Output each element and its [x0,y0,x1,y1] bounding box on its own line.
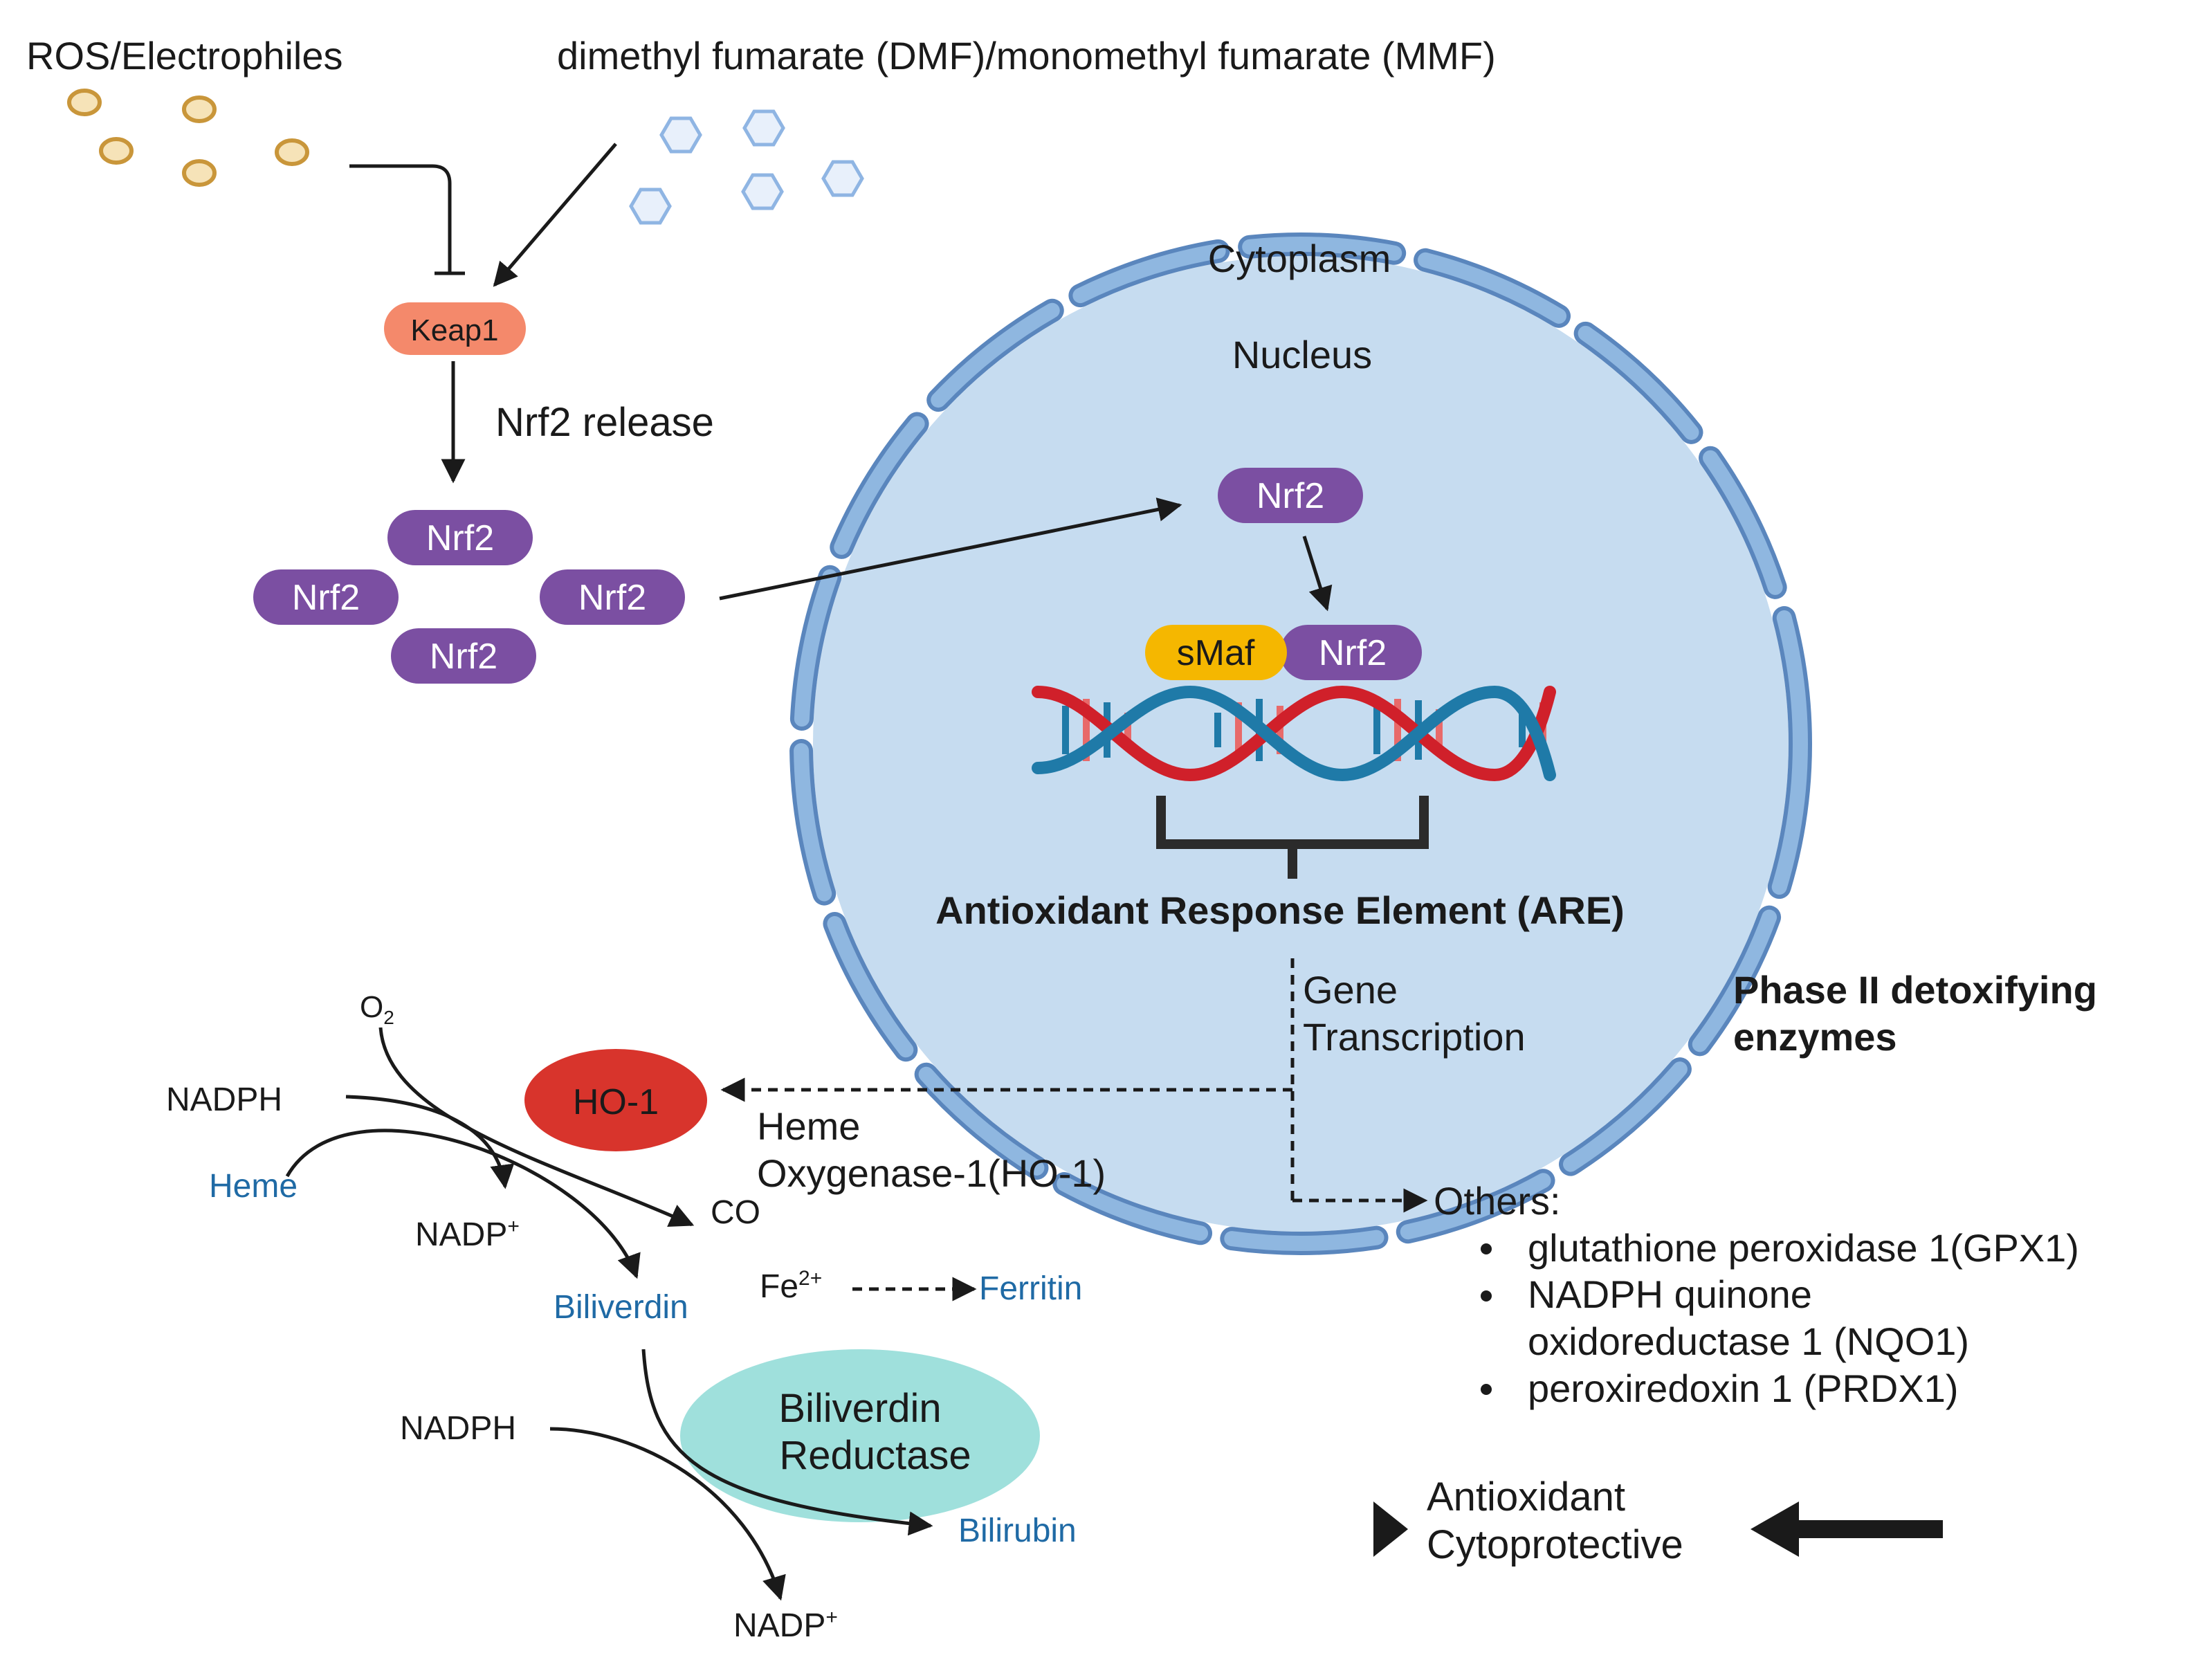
nrf2-label: Nrf2 [426,518,494,558]
bilirubin-reaction-curves [549,1349,933,1601]
dna-strand-red [1032,685,1556,782]
nrf2-label: Nrf2 [292,578,360,618]
reductase-ellipse [680,1349,1040,1522]
ros-dots [67,89,309,187]
ferritin-label: Ferritin [979,1270,1082,1307]
bilirubin-label: Bilirubin [958,1513,1077,1549]
ros-dot [182,159,217,187]
nuclear-membrane-inner [794,237,1808,1251]
ros-inhibition-line [349,164,452,273]
ho1-ellipse [524,1049,707,1151]
nrf2-dimer-label: Nrf2 [1319,633,1387,673]
heme-oxygenase-line1: Heme [757,1104,860,1148]
reductase-label-line2: Reductase [779,1433,971,1478]
nadph-label: NADPH [166,1081,282,1118]
nucleus-label: Nucleus [1232,333,1372,376]
dmf-molecule [741,173,784,210]
outcome-line1: Antioxidant [1427,1474,1625,1519]
ros-dot [99,137,134,165]
transcription-label: Transcription [1303,1015,1526,1059]
nrf2-label: Nrf2 [578,578,646,618]
dmf-arrow [493,143,617,287]
smaf-label: sMaf [1177,633,1255,673]
nuclear-nrf2-label: Nrf2 [1256,476,1324,516]
list-bullet [1481,1290,1492,1302]
outcome-line2: Cytoprotective [1427,1522,1683,1567]
o2-label: O2 [360,990,394,1028]
nqo1-item-line2: oxidoreductase 1 (NQO1) [1528,1320,1969,1363]
ros-label: ROS/Electrophiles [26,34,343,77]
translocation-arrow [719,497,1182,601]
bilirubin-outcome-arrowhead [1373,1501,1408,1557]
heme-oxygenase-line2: Oxygenase-1(HO-1) [757,1151,1106,1195]
dmf-molecule [659,116,702,154]
binding-arrow [1302,536,1333,612]
others-label: Others: [1434,1179,1561,1223]
biliverdin-label: Biliverdin [554,1289,688,1326]
nadph-label-2: NADPH [400,1410,516,1447]
list-bullet [1481,1243,1492,1254]
nrf2-label: Nrf2 [430,637,497,677]
phase2-label-line2: enzymes [1733,1015,1897,1059]
ros-dot [275,138,309,166]
dna-strand-blue [1032,685,1556,782]
cytoplasm-label: Cytoplasm [1208,237,1391,280]
co-label: CO [711,1194,760,1231]
nrf2-release-label: Nrf2 release [495,400,714,445]
list-bullet [1481,1384,1492,1395]
nrf2-pill [391,628,536,684]
are-bracket [1156,796,1429,879]
nadph-to-nadp-curve [345,1095,515,1189]
keap1-label: Keap1 [410,313,498,347]
phase2-label-line1: Phase II detoxifying [1733,968,2097,1012]
fe-label: Fe2+ [760,1267,822,1305]
nrf2-pill [387,510,533,565]
nadp-label-2: NADP+ [733,1606,838,1644]
reductase-label-line1: Biliverdin [778,1386,941,1431]
ho1-label: HO-1 [573,1082,659,1122]
nadp-label: NADP+ [415,1215,520,1253]
heme-to-biliverdin-curve [285,1129,641,1279]
keap1-pill [384,302,526,355]
nuclear-nrf2-pill [1218,468,1363,523]
smaf-pill [1145,625,1287,680]
are-label: Antioxidant Response Element (ARE) [935,888,1625,932]
nrf2-pill [540,569,685,625]
enzymes-outcome-arrowhead [1751,1501,1799,1557]
nqo1-item-line1: NADPH quinone [1528,1272,1812,1316]
dmf-molecule [821,160,864,197]
dna-helix [1032,685,1556,782]
ros-dot [182,95,217,123]
nrf2-dimer-pill [1280,625,1422,680]
dmf-molecule [742,109,785,147]
heme-label: Heme [209,1168,298,1205]
nrf2-pill [253,569,399,625]
gpx1-item: glutathione peroxidase 1(GPX1) [1528,1226,2079,1270]
dmf-hexagons [629,109,864,225]
nadph-to-nadp-curve-2 [549,1427,786,1601]
prdx1-item: peroxiredoxin 1 (PRDX1) [1528,1367,1958,1410]
nrf2-cluster: Nrf2 Nrf2 Nrf2 Nrf2 [253,510,685,684]
dmf-molecule [629,188,672,225]
gene-label: Gene [1303,968,1398,1012]
biliverdin-to-bilirubin-curve [641,1349,933,1536]
nucleus-body [813,256,1789,1232]
nucleus [789,232,1812,1255]
dmf-label: dimethyl fumarate (DMF)/monomethyl fumar… [557,34,1496,77]
o2-to-co-curve [378,1027,695,1227]
heme-reaction-curves [285,1027,695,1279]
ros-dot [67,89,102,116]
